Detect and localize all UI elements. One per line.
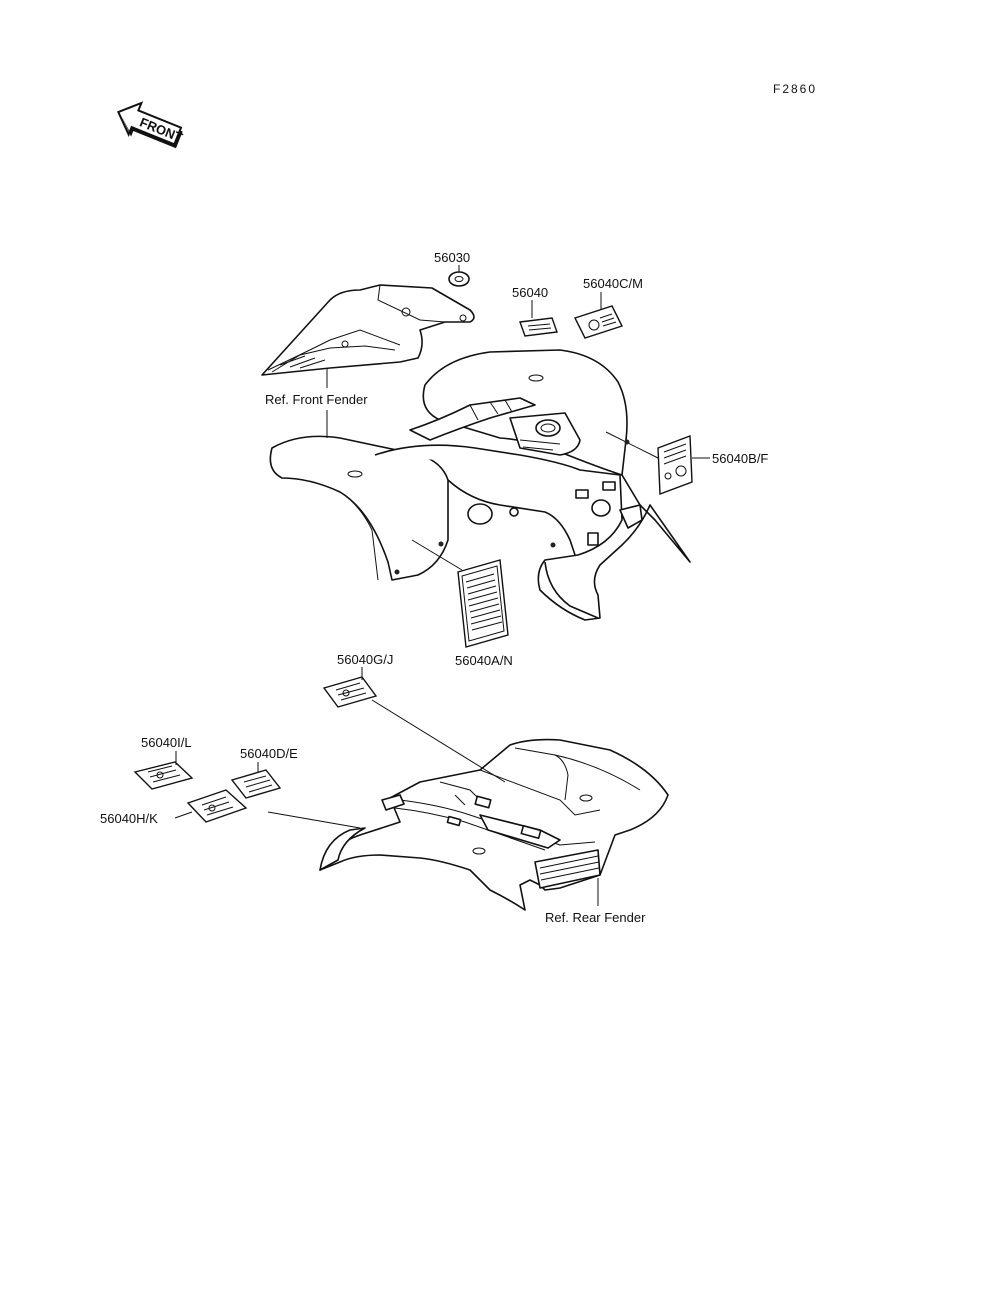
part-56040-decal (519, 317, 558, 337)
label-ref-front-fender: Ref. Front Fender (265, 392, 368, 407)
diagram-code: F2860 (773, 82, 817, 96)
part-56040CM-decal (574, 305, 623, 339)
front-arrow-icon: FRONT (116, 101, 185, 149)
part-56040AN-decal (457, 559, 509, 648)
label-56040IL: 56040I/L (141, 735, 192, 750)
part-56040BF-decal (657, 435, 693, 495)
part-56030-washer (448, 271, 470, 287)
part-56040HK-decal (186, 789, 248, 823)
label-56040AN: 56040A/N (455, 653, 513, 668)
label-56040CM: 56040C/M (583, 276, 643, 291)
label-56040: 56040 (512, 285, 548, 300)
label-ref-rear-fender: Ref. Rear Fender (545, 910, 646, 925)
label-56040GJ: 56040G/J (337, 652, 393, 667)
part-56040DE-decal (230, 769, 282, 799)
part-56040GJ-decal (322, 676, 378, 708)
label-56030: 56030 (434, 250, 470, 265)
front-fender (269, 349, 691, 621)
rear-fender (319, 738, 669, 911)
part-56040IL-decal (133, 761, 194, 790)
label-56040BF: 56040B/F (712, 451, 768, 466)
label-56040HK: 56040H/K (100, 811, 158, 826)
label-56040DE: 56040D/E (240, 746, 298, 761)
front-shroud (261, 284, 475, 376)
